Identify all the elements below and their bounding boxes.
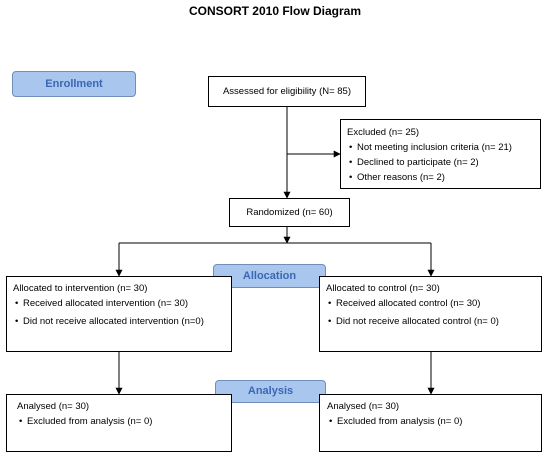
- diagram-title: CONSORT 2010 Flow Diagram: [188, 4, 362, 18]
- intervention-list: Received allocated intervention (n= 30) …: [13, 296, 225, 329]
- analysis-right-box: Analysed (n= 30) Excluded from analysis …: [319, 394, 542, 452]
- analysis-right-list: Excluded from analysis (n= 0): [327, 414, 534, 429]
- randomized-box: Randomized (n= 60): [229, 198, 350, 227]
- analysis-left-item: Excluded from analysis (n= 0): [17, 414, 221, 429]
- analysis-right-heading: Analysed (n= 30): [327, 401, 400, 412]
- excluded-item: Other reasons (n= 2): [347, 170, 534, 185]
- stage-enrollment: Enrollment: [12, 71, 136, 97]
- analysis-left-box: Analysed (n= 30) Excluded from analysis …: [6, 394, 232, 452]
- control-item: Received allocated control (n= 30): [326, 296, 535, 311]
- excluded-item: Declined to participate (n= 2): [347, 155, 534, 170]
- intervention-heading: Allocated to intervention (n= 30): [13, 283, 148, 294]
- excluded-heading: Excluded (n= 25): [347, 127, 420, 138]
- stage-enrollment-label: Enrollment: [45, 78, 103, 90]
- control-list: Received allocated control (n= 30) Did n…: [326, 296, 535, 329]
- stage-analysis: Analysis: [215, 380, 326, 403]
- control-item: Did not receive allocated control (n= 0): [326, 314, 535, 329]
- analysis-left-list: Excluded from analysis (n= 0): [17, 414, 221, 429]
- stage-allocation-label: Allocation: [242, 270, 297, 282]
- control-heading: Allocated to control (n= 30): [326, 283, 440, 294]
- analysis-left-heading: Analysed (n= 30): [17, 401, 90, 412]
- assessed-text: Assessed for eligibility (N= 85): [222, 86, 352, 97]
- intervention-item: Received allocated intervention (n= 30): [13, 296, 225, 311]
- analysis-right-item: Excluded from analysis (n= 0): [327, 414, 534, 429]
- control-box: Allocated to control (n= 30) Received al…: [319, 276, 542, 352]
- randomized-text: Randomized (n= 60): [246, 207, 333, 218]
- intervention-item: Did not receive allocated intervention (…: [13, 314, 225, 329]
- intervention-box: Allocated to intervention (n= 30) Receiv…: [6, 276, 232, 352]
- stage-analysis-label: Analysis: [247, 385, 294, 397]
- excluded-item: Not meeting inclusion criteria (n= 21): [347, 140, 534, 155]
- excluded-list: Not meeting inclusion criteria (n= 21) D…: [347, 140, 534, 185]
- assessed-box: Assessed for eligibility (N= 85): [208, 76, 366, 107]
- excluded-box: Excluded (n= 25) Not meeting inclusion c…: [340, 119, 541, 189]
